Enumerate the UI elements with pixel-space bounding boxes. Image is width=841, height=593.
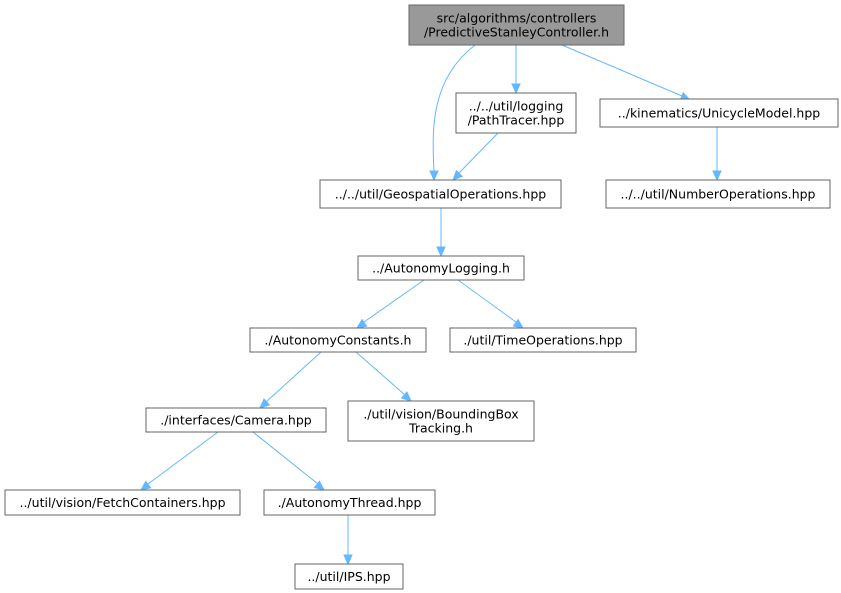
node-box bbox=[455, 92, 577, 134]
edge-root-to-pathtracer bbox=[511, 45, 521, 95]
node-box bbox=[263, 489, 436, 516]
node-box bbox=[294, 563, 404, 590]
edge-autolog-to-autoconst bbox=[355, 279, 425, 329]
edge-autoconst-to-camera bbox=[259, 351, 322, 409]
node-geo[interactable]: ../../util/GeospatialOperations.hpp bbox=[319, 179, 562, 209]
node-root[interactable]: src/algorithms/controllers/PredictiveSta… bbox=[408, 4, 625, 46]
edge-line bbox=[252, 431, 319, 485]
arrowhead bbox=[511, 83, 521, 95]
node-camera[interactable]: ./interfaces/Camera.hpp bbox=[145, 407, 327, 433]
node-label: Tracking.h bbox=[408, 421, 473, 436]
node-timeops[interactable]: ./util/TimeOperations.hpp bbox=[449, 327, 637, 353]
edge-line bbox=[561, 44, 683, 97]
arrowhead bbox=[355, 318, 368, 329]
node-box bbox=[357, 255, 525, 281]
node-box bbox=[408, 4, 625, 46]
node-box bbox=[4, 489, 241, 516]
node-label: ../kinematics/UnicycleModel.hpp bbox=[618, 106, 821, 121]
arrowhead bbox=[436, 246, 446, 258]
node-box bbox=[145, 407, 327, 433]
node-label: ../util/vision/FetchContainers.hpp bbox=[19, 495, 225, 510]
edge-line bbox=[355, 351, 406, 396]
nodes-layer: src/algorithms/controllers/PredictiveSta… bbox=[4, 4, 839, 590]
arrowhead bbox=[512, 318, 525, 329]
node-label: ./AutonomyConstants.h bbox=[265, 333, 412, 348]
edge-geo-to-autolog bbox=[436, 208, 446, 258]
node-ips[interactable]: ../util/IPS.hpp bbox=[294, 563, 404, 590]
node-thread[interactable]: ./AutonomyThread.hpp bbox=[263, 489, 436, 516]
node-autoconst[interactable]: ./AutonomyConstants.h bbox=[249, 327, 427, 353]
node-label: ../util/IPS.hpp bbox=[307, 569, 390, 584]
node-box bbox=[347, 400, 535, 442]
edge-thread-to-ips bbox=[343, 515, 353, 566]
edge-autolog-to-timeops bbox=[457, 279, 525, 329]
node-box bbox=[599, 98, 839, 128]
node-label: /PredictiveStanleyController.h bbox=[424, 25, 609, 40]
edge-line bbox=[265, 351, 322, 403]
node-label: ../../util/logging bbox=[469, 99, 564, 114]
edge-unicycle-to-numops bbox=[712, 127, 722, 182]
node-label: src/algorithms/controllers bbox=[437, 11, 597, 26]
edge-root-to-geo bbox=[429, 44, 476, 182]
node-label: ./interfaces/Camera.hpp bbox=[160, 413, 312, 428]
node-box bbox=[449, 327, 637, 353]
edge-line bbox=[458, 132, 499, 174]
node-label: ./util/vision/BoundingBox bbox=[363, 407, 518, 422]
node-box bbox=[605, 179, 831, 209]
arrowhead bbox=[343, 554, 353, 566]
edge-pathtracer-to-geo bbox=[452, 132, 499, 181]
node-numops[interactable]: ../../util/NumberOperations.hpp bbox=[605, 179, 831, 209]
node-label: ../../util/NumberOperations.hpp bbox=[621, 187, 816, 202]
arrowhead bbox=[429, 170, 439, 182]
node-pathtracer[interactable]: ../../util/logging/PathTracer.hpp bbox=[455, 92, 577, 134]
node-box bbox=[249, 327, 427, 353]
node-label: ../AutonomyLogging.h bbox=[372, 261, 510, 276]
edge-line bbox=[147, 431, 219, 485]
edge-line bbox=[457, 279, 517, 323]
arrowhead bbox=[259, 398, 271, 409]
node-label: /PathTracer.hpp bbox=[468, 113, 565, 128]
arrowhead bbox=[452, 169, 464, 181]
edge-autoconst-to-bbox bbox=[355, 351, 412, 402]
node-fetch[interactable]: ../util/vision/FetchContainers.hpp bbox=[4, 489, 241, 516]
arrowhead bbox=[313, 480, 325, 491]
edges-layer bbox=[140, 44, 722, 566]
node-label: ./AutonomyThread.hpp bbox=[278, 495, 422, 510]
node-box bbox=[319, 179, 562, 209]
edge-camera-to-thread bbox=[252, 431, 325, 491]
node-label: ./util/TimeOperations.hpp bbox=[463, 333, 622, 348]
arrowhead bbox=[140, 480, 152, 491]
edge-root-to-unicycle bbox=[561, 44, 692, 101]
arrowhead bbox=[712, 170, 722, 182]
node-unicycle[interactable]: ../kinematics/UnicycleModel.hpp bbox=[599, 98, 839, 128]
edge-line bbox=[363, 279, 425, 323]
node-label: ../../util/GeospatialOperations.hpp bbox=[335, 187, 546, 202]
edge-camera-to-fetch bbox=[140, 431, 219, 491]
node-autolog[interactable]: ../AutonomyLogging.h bbox=[357, 255, 525, 281]
arrowhead bbox=[400, 391, 412, 402]
edge-line bbox=[432, 44, 476, 173]
